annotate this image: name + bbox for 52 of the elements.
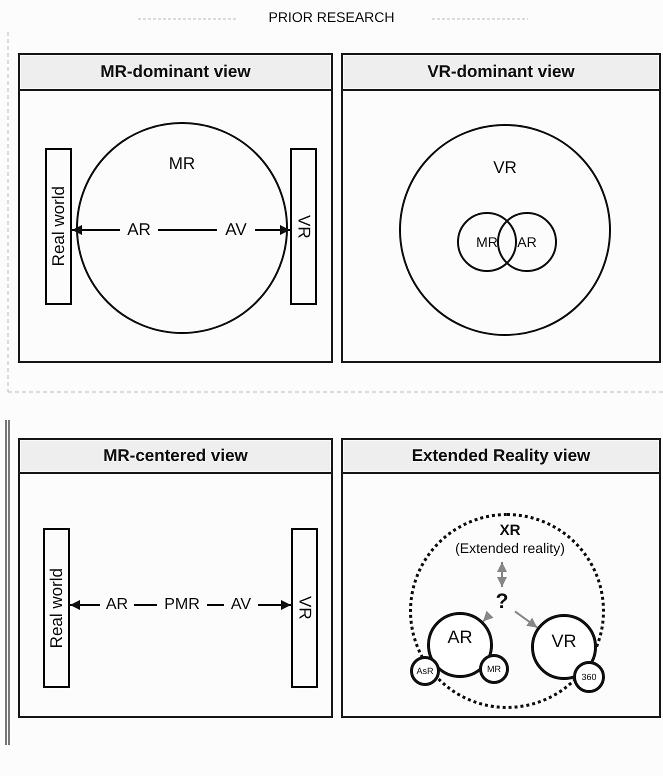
panel bbox=[18, 53, 333, 363]
circle bbox=[479, 654, 509, 684]
circle bbox=[457, 212, 517, 272]
circle-label: VR bbox=[551, 631, 576, 652]
arrow bbox=[70, 600, 100, 610]
circle bbox=[410, 656, 440, 686]
term-label: AR bbox=[122, 219, 156, 241]
question-mark: ? bbox=[491, 589, 513, 615]
circle-label: MR bbox=[168, 154, 196, 174]
arrow bbox=[514, 610, 538, 628]
connector-line bbox=[158, 229, 217, 231]
panel bbox=[341, 438, 661, 718]
panel-header: MR-centered view bbox=[20, 440, 331, 474]
panel-header: Extended Reality view bbox=[343, 440, 659, 474]
circle-label: 360 bbox=[581, 672, 597, 682]
arrow bbox=[72, 225, 120, 235]
arrow bbox=[258, 600, 291, 610]
arrow bbox=[497, 562, 507, 587]
bar bbox=[290, 148, 317, 305]
bar bbox=[43, 528, 70, 688]
circle-subtitle: (Extended reality) bbox=[455, 540, 565, 557]
circle-label: MR bbox=[476, 234, 498, 250]
circle-title: XR bbox=[500, 522, 520, 540]
term-label: AV bbox=[226, 594, 256, 616]
arrow bbox=[482, 610, 494, 622]
arrow bbox=[255, 225, 290, 235]
dotted-circle bbox=[409, 513, 605, 709]
circle bbox=[76, 122, 288, 334]
panel bbox=[341, 53, 661, 363]
bar bbox=[291, 528, 318, 688]
circle bbox=[497, 212, 557, 272]
bar-label: VR bbox=[294, 214, 314, 238]
circle-label: VR bbox=[493, 158, 517, 178]
section-title: PRIOR RESEARCH bbox=[268, 9, 395, 25]
panel-header: MR-dominant view bbox=[20, 55, 331, 91]
circle bbox=[399, 124, 611, 336]
circle bbox=[573, 661, 605, 693]
bar-label: Real world bbox=[46, 568, 66, 648]
connector-line bbox=[207, 604, 224, 606]
term-label: AV bbox=[219, 219, 253, 241]
circle-label: AR bbox=[517, 234, 537, 250]
bar-label: VR bbox=[294, 596, 314, 620]
bar bbox=[45, 148, 72, 305]
bar-label: Real world bbox=[48, 186, 68, 267]
term-label: AR bbox=[102, 594, 132, 616]
panel bbox=[18, 438, 333, 718]
circle-label: MR bbox=[487, 664, 501, 674]
panel-header: VR-dominant view bbox=[343, 55, 659, 91]
circle-label: AsR bbox=[416, 666, 434, 676]
connector-line bbox=[134, 604, 157, 606]
circle-label: AR bbox=[447, 627, 472, 648]
term-label: PMR bbox=[159, 594, 205, 616]
